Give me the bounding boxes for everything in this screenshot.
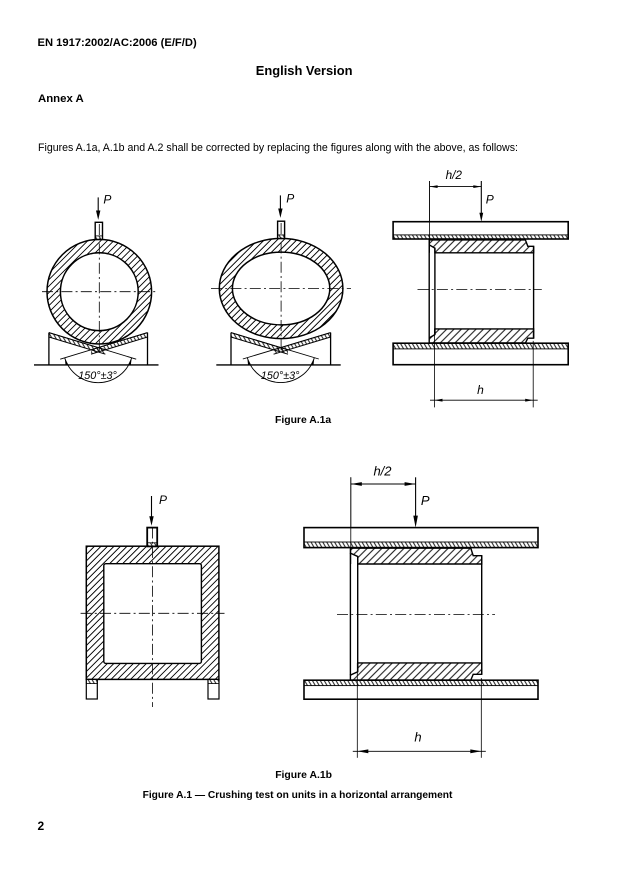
svg-text:h: h	[477, 383, 484, 397]
svg-text:P: P	[421, 493, 430, 508]
svg-text:150°±3°: 150°±3°	[261, 370, 300, 382]
svg-text:P: P	[103, 193, 111, 207]
svg-text:P: P	[486, 193, 494, 207]
svg-text:h: h	[414, 730, 421, 745]
svg-text:h/2: h/2	[446, 168, 463, 182]
svg-text:h/2: h/2	[373, 464, 392, 479]
svg-text:P: P	[286, 192, 294, 206]
svg-text:150°±3°: 150°±3°	[78, 370, 117, 382]
svg-text:P: P	[159, 493, 167, 507]
